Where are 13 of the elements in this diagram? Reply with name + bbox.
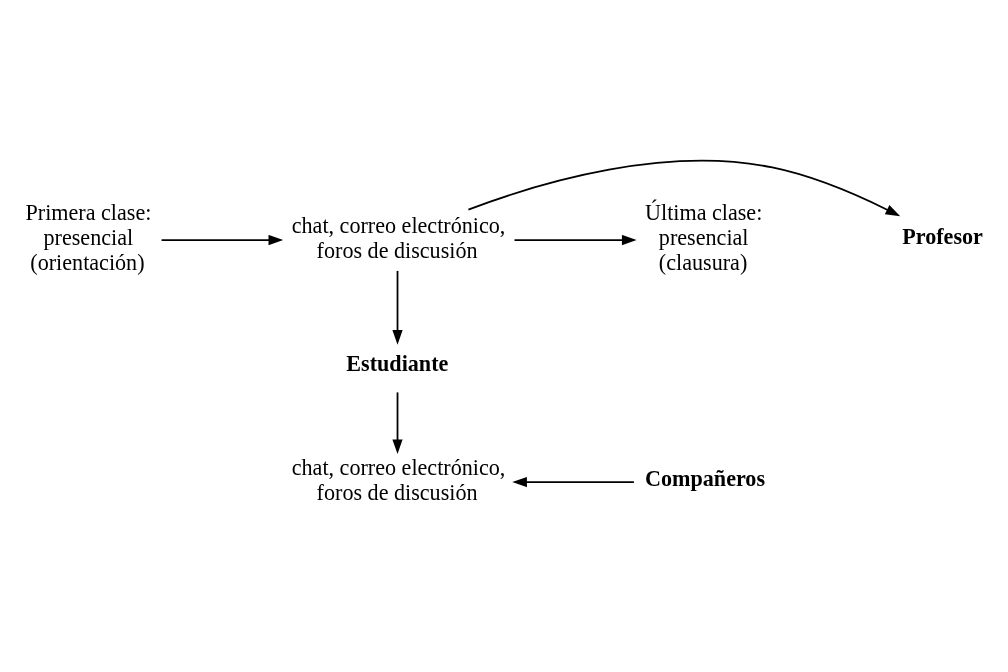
arrow bbox=[392, 391, 403, 454]
arrow bbox=[513, 234, 637, 245]
node-text: Profesor bbox=[902, 223, 983, 249]
node-text: Estudiante bbox=[346, 350, 449, 376]
node-text: Primera clase: presencial (orientación) bbox=[25, 199, 152, 275]
node-text: chat, correo electrónico, foros de discusión bbox=[291, 212, 506, 263]
node-text: Compañeros bbox=[645, 465, 766, 491]
arrow bbox=[392, 269, 403, 345]
arrow bbox=[512, 476, 635, 487]
arrow bbox=[160, 234, 284, 245]
node-text: chat, correo electrónico, foros de discusión bbox=[291, 454, 506, 505]
arrow bbox=[467, 159, 901, 216]
node-text: Última clase: presencial (clausura) bbox=[645, 199, 763, 275]
